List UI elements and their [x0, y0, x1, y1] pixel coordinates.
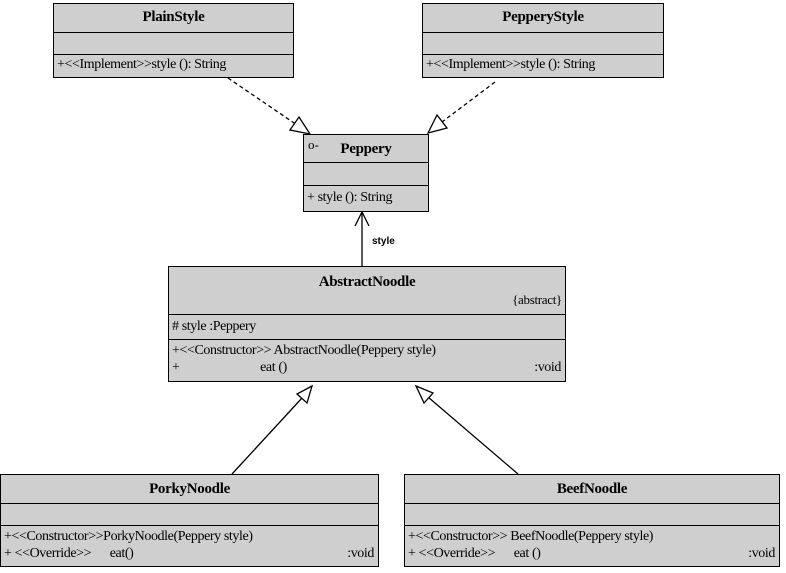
method-return-type: :void	[748, 546, 775, 561]
method-signature: + <<Override>> eat()	[4, 546, 134, 561]
class-peppery[interactable]: o- Peppery + style (): String	[303, 134, 429, 212]
method-signature: +<<Constructor>> BeefNoodle(Peppery styl…	[408, 529, 654, 544]
generalization-arrowhead-porky	[295, 384, 314, 405]
realization-arrowhead-pepperystyle	[426, 113, 449, 134]
abstract-tag: {abstract}	[512, 292, 562, 307]
generalization-arrowhead-beef	[414, 384, 435, 405]
method-row: +<<Constructor>>PorkyNoodle(Peppery styl…	[1, 528, 378, 545]
interface-icon: o-	[308, 137, 319, 152]
method-signature: +<<Constructor>>PorkyNoodle(Peppery styl…	[4, 529, 253, 544]
method-row: +<<Implement>>style (): String	[426, 57, 596, 72]
class-name: AbstractNoodle	[318, 274, 416, 290]
class-name: PorkyNoodle	[149, 481, 230, 497]
association-arrowhead	[354, 210, 370, 227]
attributes-section	[304, 163, 428, 186]
class-pepperystyle[interactable]: PepperyStyle +<<Implement>>style (): Str…	[422, 3, 664, 78]
method-row: +<<Implement>>style (): String	[57, 57, 227, 72]
class-name: BeefNoodle	[556, 481, 628, 497]
attributes-section	[54, 33, 293, 55]
generalization-line-porky	[231, 397, 303, 475]
method-row: + style (): String	[307, 190, 393, 205]
realization-line-plainstyle	[227, 77, 298, 126]
method-row: +<<Constructor>> AbstractNoodle(Peppery …	[169, 342, 565, 359]
class-name: PepperyStyle	[502, 9, 584, 25]
class-plainstyle[interactable]: PlainStyle +<<Implement>>style (): Strin…	[53, 3, 294, 78]
class-beefnoodle[interactable]: BeefNoodle +<<Constructor>> BeefNoodle(P…	[404, 474, 780, 567]
method-row: +<<Constructor>> BeefNoodle(Peppery styl…	[405, 528, 779, 545]
attributes-section	[405, 504, 779, 526]
generalization-line-beef	[427, 396, 519, 475]
method-row: + <<Override>> eat() :void	[1, 545, 378, 562]
method-return-type: :void	[534, 360, 561, 375]
association-label: style	[372, 236, 395, 247]
method-return-type: :void	[347, 546, 374, 561]
class-porkynoodle[interactable]: PorkyNoodle +<<Constructor>>PorkyNoodle(…	[0, 474, 379, 567]
attributes-section	[1, 504, 378, 526]
class-abstractnoodle[interactable]: AbstractNoodle {abstract} # style :Peppe…	[168, 266, 566, 382]
attributes-section	[423, 33, 663, 55]
method-row: + eat () :void	[169, 359, 565, 376]
class-name: Peppery	[340, 141, 392, 157]
method-signature: + <<Override>> eat ()	[408, 546, 541, 561]
method-signature: +<<Constructor>> AbstractNoodle(Peppery …	[172, 343, 436, 358]
class-name: PlainStyle	[142, 9, 205, 25]
method-signature: + eat ()	[172, 360, 287, 375]
realization-arrowhead-plainstyle	[288, 115, 312, 135]
realization-line-pepperystyle	[441, 81, 496, 123]
attribute-row: # style :Peppery	[172, 319, 256, 334]
method-row: + <<Override>> eat () :void	[405, 545, 779, 562]
